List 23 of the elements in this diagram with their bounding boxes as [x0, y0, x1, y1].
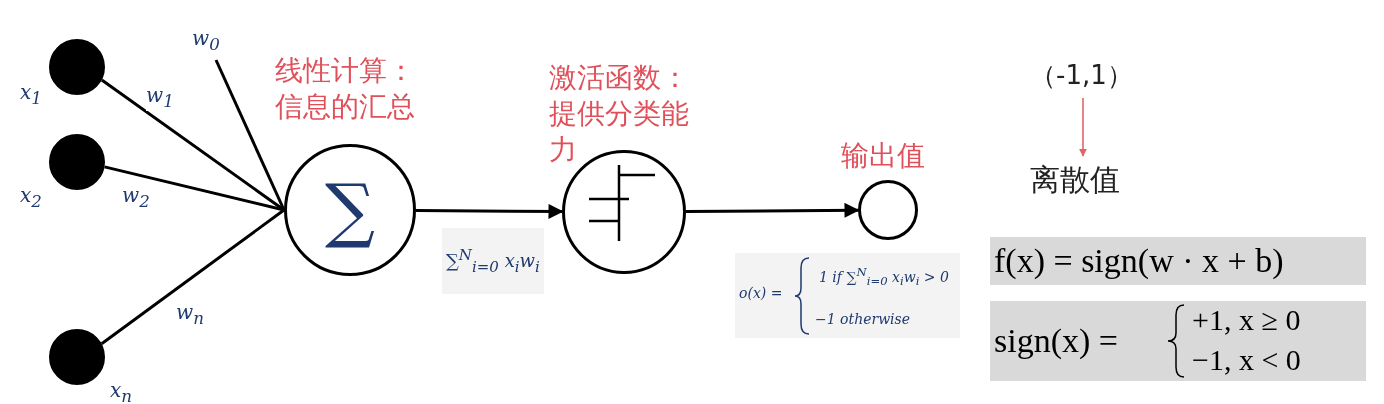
- formula-text: o(x) =: [739, 285, 783, 301]
- caption-text: 激活函数：提供分类能力: [549, 60, 690, 168]
- input-label: x$_{1}$: [20, 80, 42, 108]
- arrow: [1079, 97, 1087, 157]
- arrow: [686, 202, 860, 218]
- caption-text: 输出值: [841, 138, 926, 174]
- input-label: x$_{2}$: [20, 183, 42, 211]
- connection-line: [100, 208, 285, 345]
- discrete-value-text: 离散值: [1030, 160, 1120, 201]
- formula-text: sign(x) =: [994, 321, 1118, 361]
- connection-line: [214, 59, 286, 211]
- input-label: x$_{n}$: [110, 378, 132, 404]
- connection-line: [104, 165, 285, 212]
- formula: ∑$^{N}$$_{i=0}$ x$_{i}$w$_{i}$: [442, 228, 544, 294]
- formula-text: 1 if ∑$^{N}$$_{i=0}$ x$_{i}$w$_{i}$ > 0: [819, 265, 949, 289]
- formula-text: −1, x < 0: [1192, 342, 1301, 378]
- formula-text: −1 otherwise: [815, 311, 911, 327]
- arrow: [416, 203, 564, 219]
- formula-text: +1, x ≥ 0: [1192, 302, 1301, 338]
- formula-text: f(x) = sign(w · x + b): [994, 241, 1284, 281]
- sigma-symbol: ∑: [324, 168, 376, 253]
- caption-text: 线性计算：信息的汇总: [275, 53, 416, 125]
- range-text: （-1,1）: [1030, 58, 1133, 93]
